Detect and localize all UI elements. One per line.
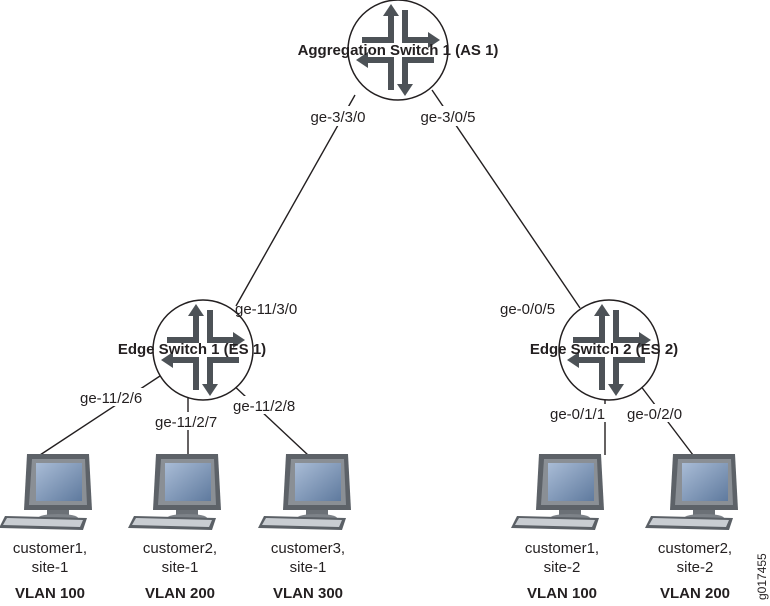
- link-es1-host3: [229, 381, 309, 456]
- interface-label: ge-11/2/7: [155, 414, 217, 431]
- host-site: site-1: [290, 559, 327, 576]
- figure-id: g017455: [755, 553, 769, 600]
- edge-switch-2[interactable]: Edge Switch 2 (ES 2): [530, 299, 678, 401]
- host-vlan: VLAN 300: [273, 585, 343, 602]
- computer-icon: [645, 454, 738, 530]
- switch-label: Edge Switch 1 (ES 1): [118, 341, 266, 358]
- host-vlan: VLAN 100: [15, 585, 85, 602]
- host-name: customer1,: [525, 540, 599, 557]
- host-name: customer1,: [13, 540, 87, 557]
- aggregation-switch-1[interactable]: Aggregation Switch 1 (AS 1): [298, 0, 499, 101]
- host-name: customer3,: [271, 540, 345, 557]
- computer-icon: [0, 454, 92, 530]
- interface-label: ge-0/1/1: [550, 406, 605, 423]
- edge-switch-1[interactable]: Edge Switch 1 (ES 1): [118, 299, 266, 401]
- host-site: site-2: [544, 559, 581, 576]
- host-site: site-2: [677, 559, 714, 576]
- host-customer1-site2[interactable]: customer1, site-2 VLAN 100: [511, 454, 604, 602]
- link-es1-host1: [39, 375, 161, 456]
- link-as1-es1: [235, 94, 356, 307]
- host-customer3-site1[interactable]: customer3, site-1 VLAN 300: [258, 454, 351, 602]
- host-name: customer2,: [143, 540, 217, 557]
- switch-label: Aggregation Switch 1 (AS 1): [298, 42, 499, 59]
- host-vlan: VLAN 200: [145, 585, 215, 602]
- interface-label: ge-3/0/5: [420, 109, 475, 126]
- host-vlan: VLAN 100: [527, 585, 597, 602]
- interface-label: ge-3/3/0: [310, 109, 365, 126]
- host-site: site-1: [32, 559, 69, 576]
- host-customer2-site1[interactable]: customer2, site-1 VLAN 200: [128, 454, 221, 602]
- computer-icon: [128, 454, 221, 530]
- computer-icon: [511, 454, 604, 530]
- switch-label: Edge Switch 2 (ES 2): [530, 341, 678, 358]
- interface-label: ge-11/3/0: [235, 301, 297, 318]
- interface-label: ge-0/0/5: [500, 301, 555, 318]
- interface-label: ge-0/2/0: [627, 406, 682, 423]
- link-as1-es2: [431, 89, 581, 309]
- host-name: customer2,: [658, 540, 732, 557]
- interface-label: ge-11/2/6: [80, 390, 142, 407]
- host-vlan: VLAN 200: [660, 585, 730, 602]
- computer-icon: [258, 454, 351, 530]
- host-customer2-site2[interactable]: customer2, site-2 VLAN 200: [645, 454, 738, 602]
- host-customer1-site1[interactable]: customer1, site-1 VLAN 100: [0, 454, 92, 602]
- host-site: site-1: [162, 559, 199, 576]
- interface-label: ge-11/2/8: [233, 398, 295, 415]
